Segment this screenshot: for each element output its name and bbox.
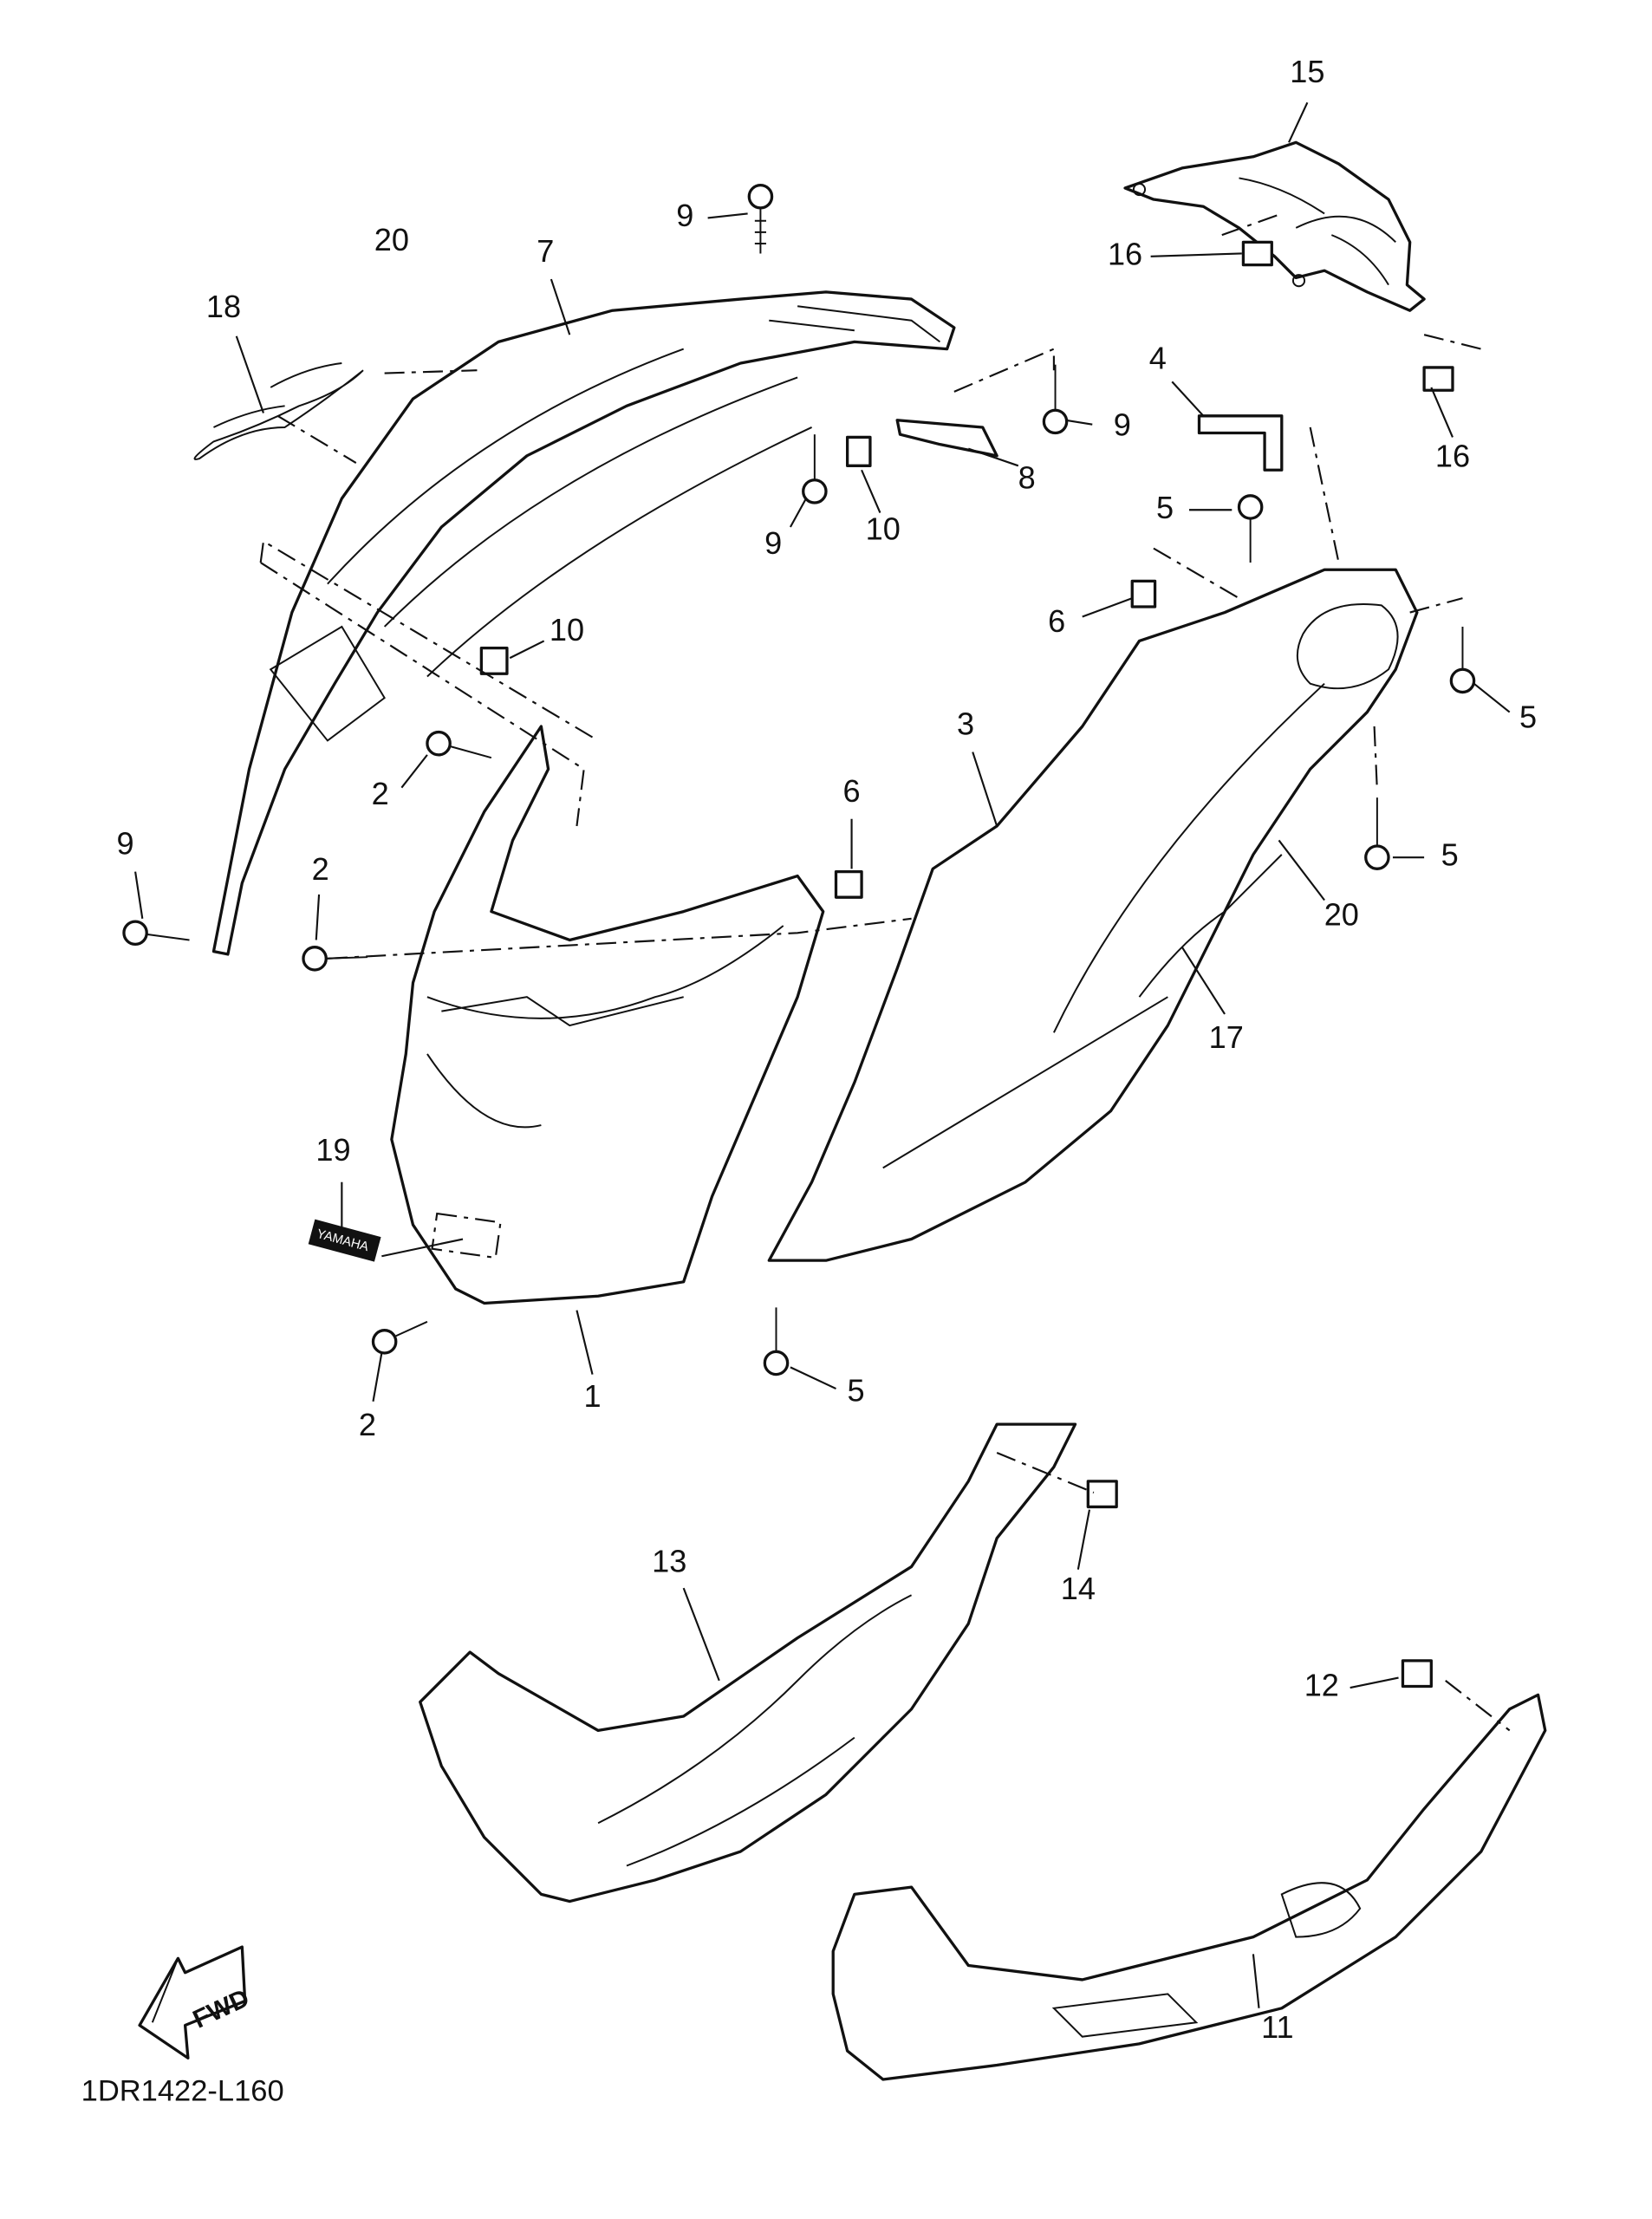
callout-8: 8	[1018, 459, 1036, 495]
callout-9: 9	[676, 198, 693, 233]
callout-19: 19	[315, 1132, 350, 1168]
part-11-lower-cover[interactable]	[831, 1693, 1547, 2081]
part-15-tail-cover[interactable]	[1123, 140, 1426, 312]
callout-5: 5	[847, 1373, 864, 1409]
callout-12: 12	[1304, 1668, 1339, 1703]
callout-17: 17	[1209, 1019, 1244, 1055]
callout-1: 1	[583, 1378, 601, 1414]
callout-5: 5	[1519, 699, 1537, 734]
callout-7: 7	[537, 233, 554, 269]
callout-6: 6	[843, 773, 861, 809]
callout-3: 3	[957, 706, 974, 742]
part-3-side-cover[interactable]	[767, 568, 1419, 1262]
callout-2: 2	[312, 851, 329, 887]
callout-20: 20	[1324, 897, 1359, 933]
callout-11: 11	[1261, 2009, 1294, 2045]
callout-9: 9	[117, 826, 134, 862]
callout-2: 2	[359, 1407, 376, 1442]
part-1-front-cover[interactable]	[390, 725, 825, 1305]
callout-5: 5	[1156, 490, 1174, 525]
callout-6: 6	[1048, 603, 1065, 639]
part-19-yamaha-decal[interactable]: YAMAHA	[308, 1219, 381, 1262]
part-13-lower-cover[interactable]	[419, 1422, 1077, 1903]
callout-16: 16	[1435, 439, 1470, 474]
callout-5: 5	[1441, 837, 1459, 873]
callout-10: 10	[550, 612, 584, 647]
callout-9: 9	[764, 525, 782, 561]
callout-14: 14	[1061, 1571, 1096, 1606]
diagram-code: 1DR1422-L160	[81, 2075, 284, 2108]
fwd-arrow-icon: FWD	[138, 1945, 254, 2060]
leader-lines	[134, 101, 1511, 2008]
callout-9: 9	[1114, 407, 1131, 443]
callout-18: 18	[206, 289, 241, 324]
callout-numbers: 15 16 16 9 20 7 18 9 4 8 9 10 5 6 10 5 3…	[117, 54, 1538, 2045]
callout-16: 16	[1108, 236, 1142, 271]
part-18-emblem[interactable]	[193, 362, 364, 460]
callout-4: 4	[1149, 340, 1167, 375]
part-7-side-cover[interactable]	[211, 290, 956, 956]
callout-20: 20	[374, 222, 409, 257]
callout-15: 15	[1290, 54, 1324, 89]
callout-2: 2	[372, 776, 389, 811]
fasteners	[122, 183, 1476, 1689]
callout-10: 10	[866, 511, 901, 546]
callout-13: 13	[652, 1544, 686, 1579]
